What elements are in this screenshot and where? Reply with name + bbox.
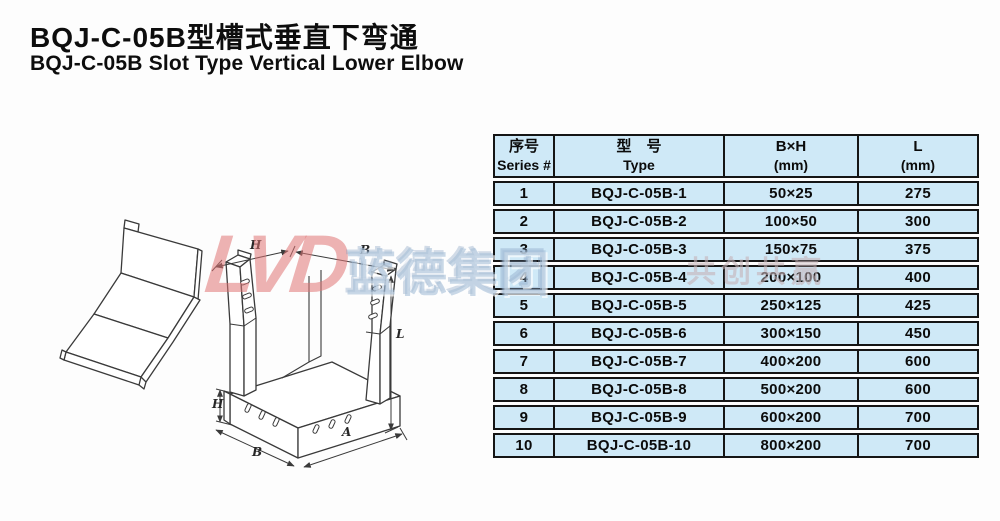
cell-type: BQJ-C-05B-3 [555,237,725,262]
cell-bxh: 50×25 [725,181,859,206]
cell-l: 375 [859,237,979,262]
dim-label-h-left: H [211,397,224,411]
col-header-series: 序号 Series # [493,134,555,178]
cell-series-number: 10 [493,433,555,458]
page-title-en: BQJ-C-05B Slot Type Vertical Lower Elbow [30,52,464,75]
cell-series-number: 9 [493,405,555,430]
dimension-labels: H B L H B A [211,238,404,459]
page-title-zh: BQJ-C-05B型槽式垂直下弯通 [30,22,419,53]
cell-series-number: 2 [493,209,555,234]
dim-label-a-bottom: A [341,425,351,439]
dim-label-b-bottom: B [251,445,262,459]
table-row: 3 BQJ-C-05B-3 150×75 375 [493,237,979,262]
table-row: 7 BQJ-C-05B-7 400×200 600 [493,349,979,374]
col-header-bxh: B×H (mm) [725,134,859,178]
cell-bxh: 400×200 [725,349,859,374]
cell-series-number: 4 [493,265,555,290]
cell-l: 700 [859,433,979,458]
cell-l: 400 [859,265,979,290]
dim-label-b-top: B [359,243,370,257]
cell-bxh: 150×75 [725,237,859,262]
cell-series-number: 7 [493,349,555,374]
cell-type: BQJ-C-05B-4 [555,265,725,290]
isometric-product-drawing [59,219,203,390]
cell-series-number: 6 [493,321,555,346]
cell-bxh: 100×50 [725,209,859,234]
cell-type: BQJ-C-05B-9 [555,405,725,430]
dim-label-l-right: L [395,327,404,341]
cell-bxh: 200×100 [725,265,859,290]
dim-label-h-top: H [249,238,262,252]
slot-holes [240,278,382,434]
dimensioned-elbow-drawing: H B L H B A [211,238,408,468]
cell-series-number: 5 [493,293,555,318]
elbow-right-wall [365,259,398,405]
cell-type: BQJ-C-05B-1 [555,181,725,206]
cell-bxh: 600×200 [725,405,859,430]
cell-type: BQJ-C-05B-6 [555,321,725,346]
cell-bxh: 300×150 [725,321,859,346]
table-row: 5 BQJ-C-05B-5 250×125 425 [493,293,979,318]
table-row: 9 BQJ-C-05B-9 600×200 700 [493,405,979,430]
cell-series-number: 8 [493,377,555,402]
cell-l: 450 [859,321,979,346]
cell-l: 275 [859,181,979,206]
dimension-lines [211,245,408,468]
cell-type: BQJ-C-05B-10 [555,433,725,458]
spec-table: 序号 Series # 型 号 Type B×H (mm) L (mm) [493,131,979,461]
table-row: 2 BQJ-C-05B-2 100×50 300 [493,209,979,234]
table-row: 1 BQJ-C-05B-1 50×25 275 [493,181,979,206]
cell-l: 300 [859,209,979,234]
cell-l: 425 [859,293,979,318]
cell-l: 600 [859,349,979,374]
cell-l: 600 [859,377,979,402]
cell-type: BQJ-C-05B-7 [555,349,725,374]
cell-l: 700 [859,405,979,430]
col-header-type: 型 号 Type [555,134,725,178]
cell-bxh: 250×125 [725,293,859,318]
cell-type: BQJ-C-05B-5 [555,293,725,318]
table-row: 4 BQJ-C-05B-4 200×100 400 [493,265,979,290]
table-row: 10 BQJ-C-05B-10 800×200 700 [493,433,979,458]
cell-bxh: 800×200 [725,433,859,458]
cell-series-number: 1 [493,181,555,206]
cell-type: BQJ-C-05B-2 [555,209,725,234]
cell-bxh: 500×200 [725,377,859,402]
elbow-left-wall [225,249,257,397]
cell-series-number: 3 [493,237,555,262]
col-header-l: L (mm) [859,134,979,178]
table-row: 8 BQJ-C-05B-8 500×200 600 [493,377,979,402]
spec-table-header-row: 序号 Series # 型 号 Type B×H (mm) L (mm) [493,134,979,178]
table-row: 6 BQJ-C-05B-6 300×150 450 [493,321,979,346]
cell-type: BQJ-C-05B-8 [555,377,725,402]
